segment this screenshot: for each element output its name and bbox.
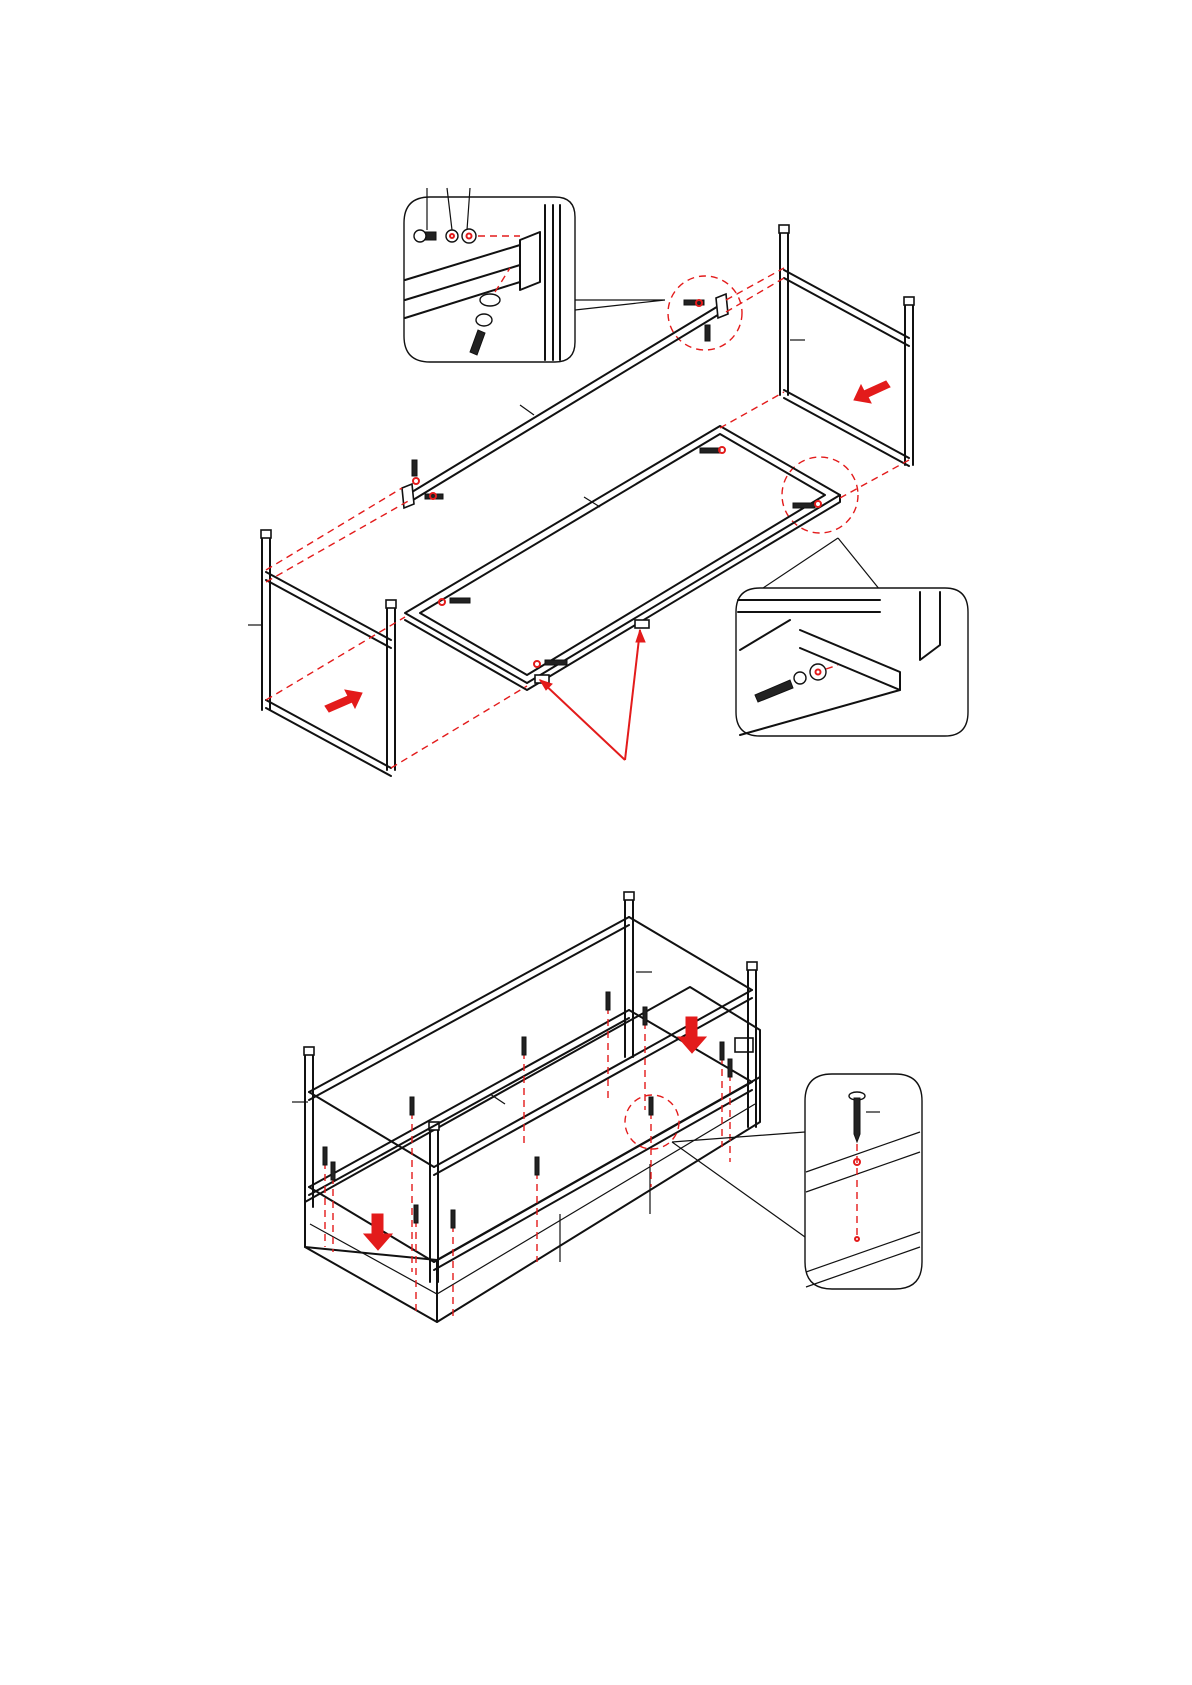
lock-washer-icon xyxy=(446,230,458,242)
red-arrow-icon xyxy=(854,381,890,403)
red-arrow-icon xyxy=(364,1214,392,1250)
attach-frame-svg xyxy=(0,842,1192,1685)
red-arrow-icon xyxy=(678,1017,706,1053)
flat-washer-icon xyxy=(462,229,476,243)
step-frame-assembly-diagram xyxy=(0,0,1192,842)
metal-frame xyxy=(292,892,757,1282)
frame-assembly-svg xyxy=(0,0,1192,842)
right-end-frame xyxy=(779,225,914,466)
detail-callout-top xyxy=(404,188,665,362)
step-attach-frame-diagram xyxy=(0,842,1192,1685)
red-arrow-icon xyxy=(325,690,362,712)
detail-callout-right xyxy=(736,538,968,736)
wood-screws xyxy=(323,992,732,1320)
bolt-icon xyxy=(414,230,436,242)
